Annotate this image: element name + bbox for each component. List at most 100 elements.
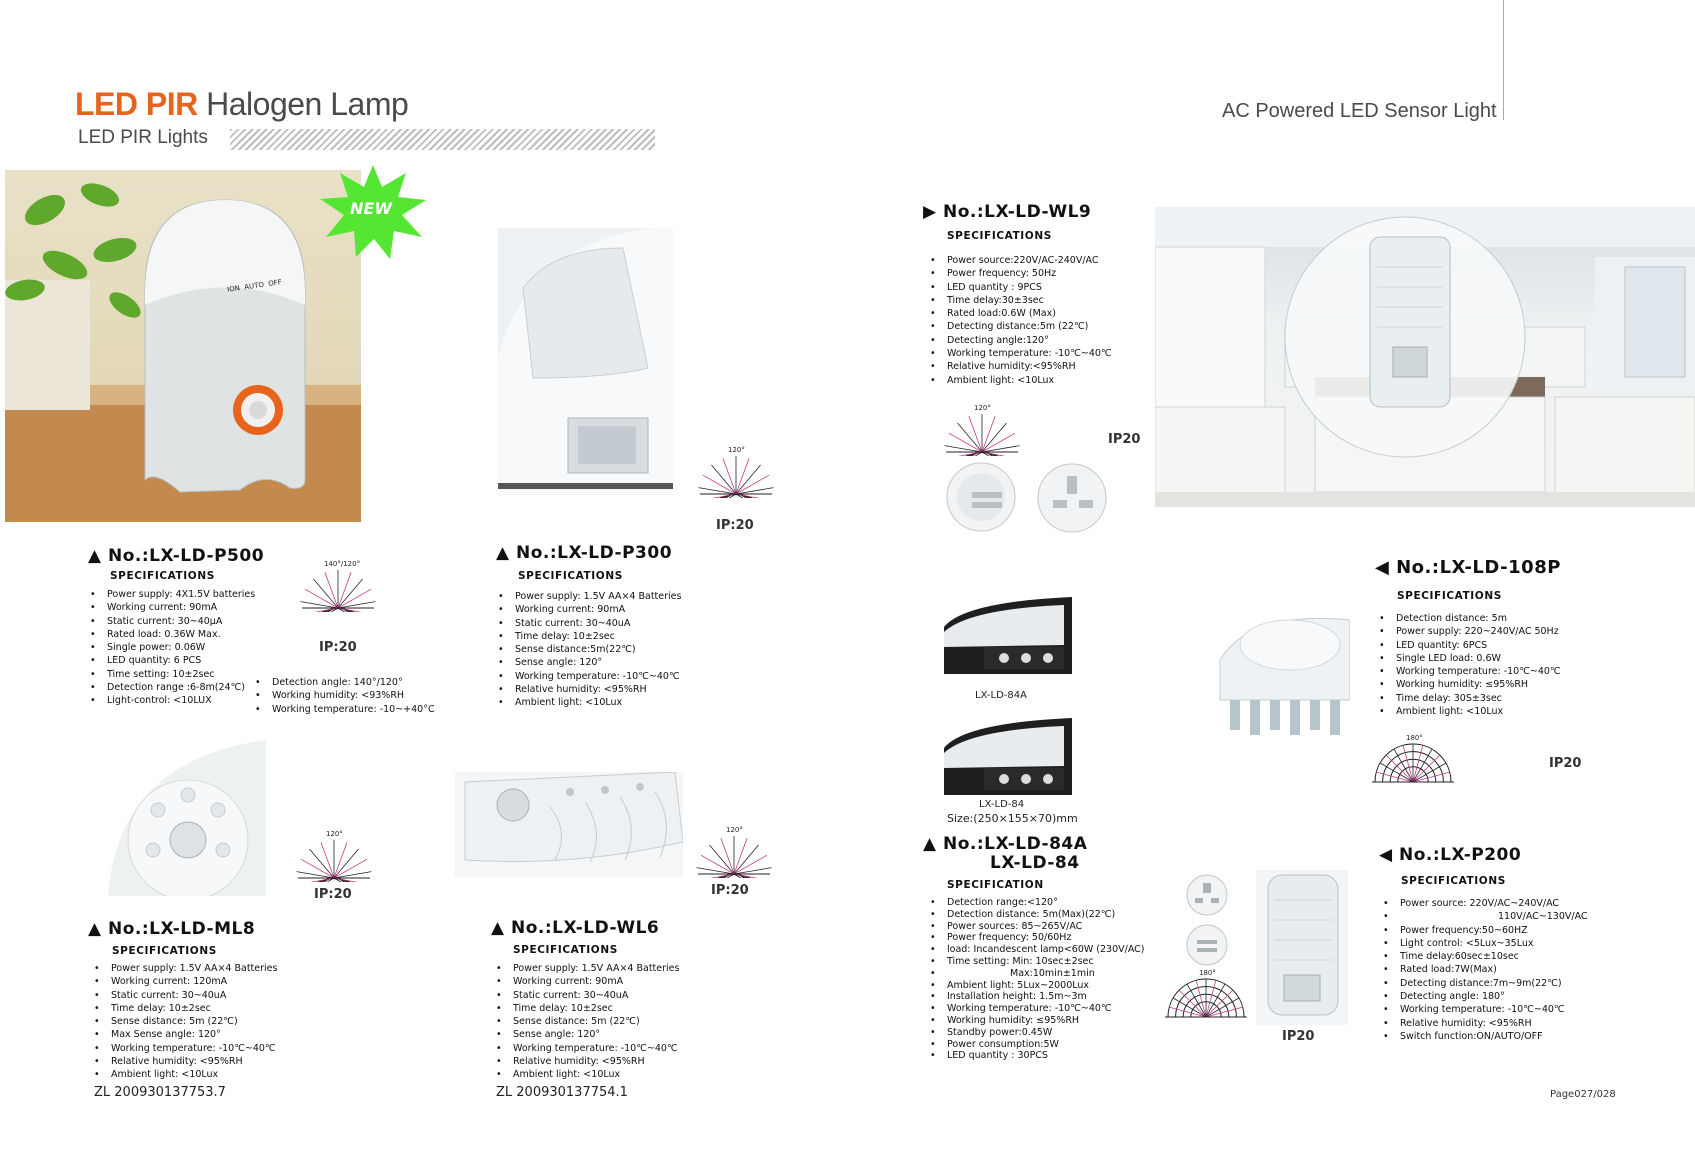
spec-item: Working current: 90mA: [496, 975, 679, 989]
wl9-title: ▶ No.:LX-LD-WL9: [923, 202, 1092, 222]
p500-detection-fan: 140°/120°: [300, 560, 376, 628]
spec-item: Power supply: 1.5V AA×4 Batteries: [498, 590, 681, 604]
wl6-fan-label: 120°: [726, 826, 743, 834]
spec-item: Working temperature: -10℃~40℃: [498, 670, 681, 684]
p200-photo: [1256, 870, 1348, 1025]
spec-item: Static current: 30~40uA: [496, 989, 679, 1003]
p200-title: ◀ No.:LX-P200: [1379, 845, 1522, 865]
spec-item: Relative humidity:<95%RH: [930, 360, 1112, 374]
wl9-ip: IP20: [1108, 432, 1141, 447]
right-page-title: AC Powered LED Sensor Light: [1222, 100, 1497, 122]
wl9-spec-list: Power source:220V/AC-240V/AC Power frequ…: [930, 254, 1112, 387]
spec-item: Working humidity: <93%RH: [255, 689, 435, 703]
spec-item: Detection range:<120°: [930, 897, 1145, 909]
p500-title: ▲ No.:LX-LD-P500: [88, 546, 265, 566]
wl6-patent: ZL 200930137754.1: [496, 1085, 628, 1100]
ml8-spec-heading: SPECIFICATIONS: [112, 945, 217, 957]
spec-item: Power sources: 85~265V/AC: [930, 921, 1145, 933]
spec-item: Sense angle: 120°: [498, 656, 681, 670]
spec-item: LED quantity : 9PCS: [930, 281, 1112, 295]
spec-item: Working current: 120mA: [94, 975, 277, 989]
p200-ip: IP20: [1282, 1029, 1315, 1044]
plug-square-photo: [1035, 462, 1110, 535]
wl9-fan-label: 120°: [974, 404, 991, 412]
hatched-divider: [230, 129, 655, 150]
spec-item: Max:10min±1min: [930, 968, 1145, 980]
spec-item: Working temperature: -10℃~40℃: [496, 1042, 679, 1056]
spec-item: Detecting distance:7m~9m(22℃): [1383, 977, 1588, 991]
plug-round-photo: [944, 460, 1019, 535]
spec-item: Sense distance: 5m (22℃): [94, 1015, 277, 1029]
spec-item: Ambient light: <10Lux: [930, 374, 1112, 388]
spec-item: Power frequency: 50Hz: [930, 267, 1112, 281]
ld84-spec-list: Detection range:<120° Detection distance…: [930, 897, 1145, 1062]
wl9-spec-heading: SPECIFICATIONS: [947, 230, 1052, 242]
wl6-spec-heading: SPECIFICATIONS: [513, 944, 618, 956]
wl6-detection-fan: 120°: [696, 826, 772, 894]
spec-item: Standby power:0.45W: [930, 1027, 1145, 1039]
p500-spec-list: Power supply: 4X1.5V batteries Working c…: [90, 588, 255, 708]
p200-detection-fan: 180°: [1163, 969, 1249, 1026]
wl6-ip: IP:20: [711, 883, 749, 898]
spec-item: Power supply: 220~240V/AC 50Hz: [1379, 625, 1561, 639]
spec-item: Static current: 30~40uA: [498, 617, 681, 631]
ld84-title: ▲ No.:LX-LD-84A: [923, 834, 1088, 854]
spec-item: LED quantity : 30PCS: [930, 1050, 1145, 1062]
spec-item: load: Incandescent lamp<60W (230V/AC): [930, 944, 1145, 956]
p300-title: ▲ No.:LX-LD-P300: [496, 543, 673, 563]
page-title: LED PIR Halogen Lamp: [75, 86, 409, 123]
spec-item: Rated load:7W(Max): [1383, 963, 1588, 977]
spec-item: Power supply: 1.5V AA×4 Batteries: [496, 962, 679, 976]
spec-item: Detecting angle: 180°: [1383, 990, 1588, 1004]
spec-item: Time delay: 10±2sec: [94, 1002, 277, 1016]
spec-item: Ambient light: <10Lux: [496, 1068, 679, 1082]
spec-item: Relative humidity: <95%RH: [498, 683, 681, 697]
p108-title: ◀ No.:LX-LD-108P: [1375, 557, 1561, 578]
wl6-title: ▲ No.:LX-LD-WL6: [491, 918, 660, 938]
spec-item: Max Sense angle: 120°: [94, 1028, 277, 1042]
p500-photo: ION AUTO OFF: [5, 170, 361, 522]
spec-item: Ambient light: <10Lux: [94, 1068, 277, 1082]
p300-photo: [498, 228, 673, 496]
ml8-title: ▲ No.:LX-LD-ML8: [88, 919, 256, 939]
spec-item: Detection distance: 5m: [1379, 612, 1561, 626]
spec-item: Power source:220V/AC-240V/AC: [930, 254, 1112, 268]
spec-item: Working humidity: ≤95%RH: [1379, 678, 1561, 692]
spec-item: Power supply: 4X1.5V batteries: [90, 588, 255, 602]
ld84-spec-heading: SPECIFICATION: [947, 879, 1044, 891]
spec-item: LED quantity: 6 PCS: [90, 654, 255, 668]
title-accent: LED PIR: [75, 86, 198, 122]
p200-spec-heading: SPECIFICATIONS: [1401, 875, 1506, 887]
p108-detection-fan: 180°: [1370, 734, 1456, 791]
p108-spec-list: Detection distance: 5m Power supply: 220…: [1379, 612, 1561, 719]
p500-spec-heading: SPECIFICATIONS: [110, 570, 215, 582]
spec-item: Sense angle: 120°: [496, 1028, 679, 1042]
p108-photo: [1210, 600, 1350, 740]
ml8-fan-label: 120°: [326, 830, 343, 838]
ml8-spec-list: Power supply: 1.5V AA×4 Batteries Workin…: [94, 962, 277, 1082]
spec-item: 110V/AC~130V/AC: [1383, 910, 1588, 924]
spec-item: Light control: <5Lux~35Lux: [1383, 937, 1588, 951]
spec-item: Sense distance:5m(22℃): [498, 643, 681, 657]
p500-spec-list-2: Detection angle: 140°/120° Working humid…: [255, 676, 435, 716]
ld84-size: Size:(250×155×70)mm: [947, 812, 1078, 825]
wl6-spec-list: Power supply: 1.5V AA×4 Batteries Workin…: [496, 962, 679, 1082]
title-rest: Halogen Lamp: [197, 86, 409, 122]
spec-item: Detecting distance:5m (22℃): [930, 320, 1112, 334]
p108-fan-label: 180°: [1406, 734, 1423, 742]
spec-item: Working current: 90mA: [90, 601, 255, 615]
spec-item: Power source: 220V/AC~240V/AC: [1383, 897, 1588, 911]
ld84-photo: [944, 718, 1072, 795]
ml8-photo: [108, 740, 266, 896]
ld84-image-label: LX-LD-84: [979, 799, 1025, 810]
spec-item: Single LED load: 0.6W: [1379, 652, 1561, 666]
kitchen-photo: [1155, 207, 1695, 507]
spec-item: Detection distance: 5m(Max)(22℃): [930, 909, 1145, 921]
spec-item: Working humidity: ≤95%RH: [930, 1015, 1145, 1027]
spec-item: Ambient light: <10Lux: [498, 696, 681, 710]
spec-item: Power frequency: 50/60Hz: [930, 932, 1145, 944]
spec-item: Working temperature: -10℃~40℃: [1379, 665, 1561, 679]
spec-item: Time delay: 10±2sec: [498, 630, 681, 644]
spec-item: Installation height: 1.5m~3m: [930, 991, 1145, 1003]
spec-item: Working temperature: -10~+40°C: [255, 703, 435, 717]
